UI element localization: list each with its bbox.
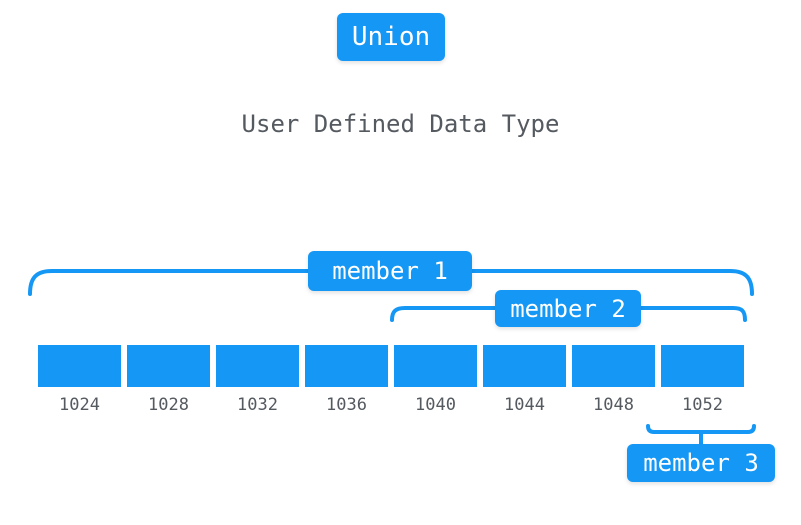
- address-label-1024: 1024: [59, 395, 100, 415]
- title-text: Union: [351, 22, 431, 52]
- address-label-1052: 1052: [682, 395, 723, 415]
- member-1-label: member 1: [308, 251, 472, 291]
- memory-cell-1036: [305, 345, 388, 387]
- memory-cell-1052: [661, 345, 744, 387]
- memory-cell-1040: [394, 345, 477, 387]
- member-2-text: member 2: [510, 294, 626, 323]
- member-2-label: member 2: [495, 290, 641, 327]
- subtitle: User Defined Data Type: [241, 110, 560, 138]
- member-3-text: member 3: [643, 449, 759, 477]
- memory-cell-1048: [572, 345, 655, 387]
- address-label-1028: 1028: [148, 395, 189, 415]
- title-badge: Union: [337, 13, 445, 61]
- member-1-bracket: [28, 269, 754, 296]
- member-3-bracket: [646, 424, 756, 447]
- member-1-text: member 1: [332, 257, 448, 285]
- address-label-1040: 1040: [415, 395, 456, 415]
- memory-cell-1044: [483, 345, 566, 387]
- address-label-1036: 1036: [326, 395, 367, 415]
- member-2-bracket: [390, 306, 747, 322]
- memory-cell-1024: [38, 345, 121, 387]
- address-label-1044: 1044: [504, 395, 545, 415]
- memory-cell-1028: [127, 345, 210, 387]
- address-label-1032: 1032: [237, 395, 278, 415]
- memory-cell-1032: [216, 345, 299, 387]
- member-3-label: member 3: [627, 444, 775, 482]
- address-label-1048: 1048: [593, 395, 634, 415]
